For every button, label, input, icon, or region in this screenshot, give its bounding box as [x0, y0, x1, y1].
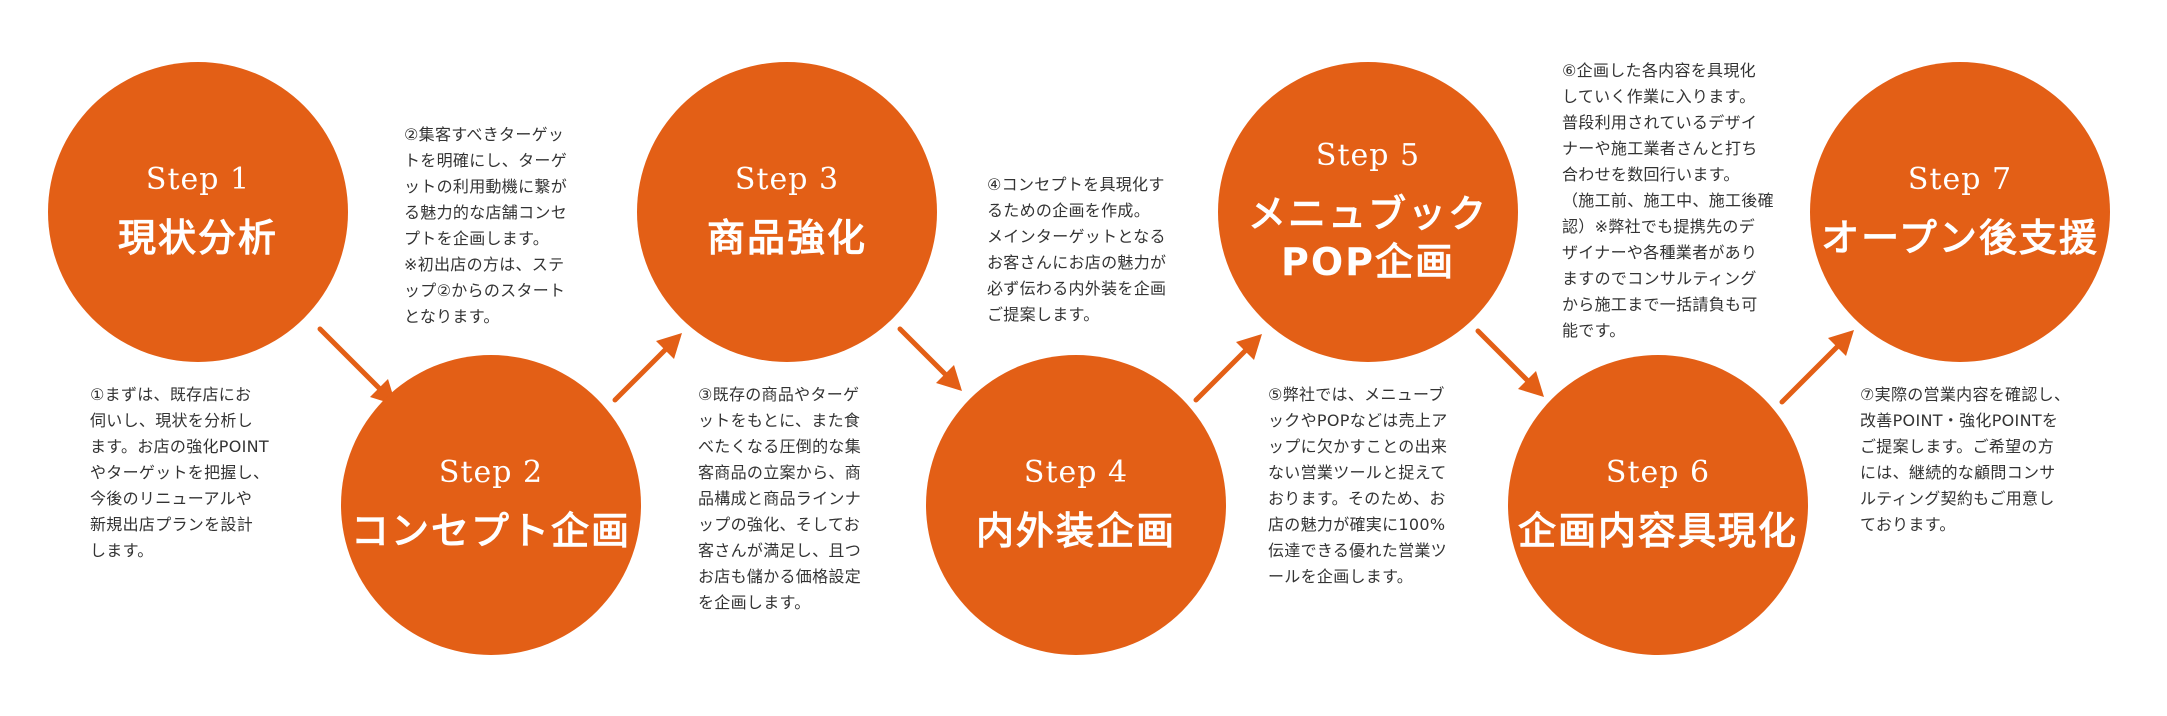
step-5-title: メニュブック POP企画	[1247, 192, 1488, 284]
step-7-title: オープン後支援	[1821, 215, 2099, 260]
step-6-circle: Step 6 企画内容具現化	[1508, 355, 1808, 655]
arrowhead-step5-to-step6	[1518, 371, 1544, 397]
step-7-circle: Step 7 オープン後支援	[1810, 62, 2110, 362]
step-6-title: 企画内容具現化	[1517, 508, 1798, 553]
step-2-description: ②集客すべきターゲッ トを明確にし、ターゲ ットの利用動機に繋が る魅力的な店舗…	[404, 125, 568, 326]
step-2-label: Step 2	[438, 454, 544, 490]
step-3-circle: Step 3 商品強化	[637, 62, 937, 362]
arrow-step4-to-step5	[1193, 345, 1251, 403]
arrow-step6-to-step7	[1779, 341, 1843, 405]
arrow-step2-to-step3	[612, 344, 671, 403]
arrowhead-step3-to-step4	[936, 365, 962, 391]
arrowhead-step6-to-step7	[1828, 330, 1854, 356]
arrow-step5-to-step6	[1475, 328, 1533, 386]
step-7-label: Step 7	[1907, 161, 2013, 197]
step-3-title: 商品強化	[706, 215, 867, 260]
step-6-label: Step 6	[1605, 454, 1711, 490]
step-1-description: ①まずは、既存店にお 伺いし、現状を分析し ます。お店の強化POINT やターゲ…	[90, 385, 270, 560]
step-1-circle: Step 1 現状分析	[48, 62, 348, 362]
step-4-description: ④コンセプトを具現化す るための企画を作成。 メインターゲットとなる お客さんに…	[987, 175, 1167, 324]
step-6-description: ⑥企画した各内容を具現化 していく作業に入ります。 普段利用されているデザイ ナ…	[1562, 61, 1774, 340]
step-3-description: ③既存の商品やターゲ ットをもとに、また食 べたくなる圧倒的な集 客商品の立案か…	[698, 385, 862, 612]
step-4-title: 内外装企画	[975, 508, 1176, 553]
step-5-label: Step 5	[1315, 138, 1421, 173]
step-3-label: Step 3	[734, 161, 840, 197]
step-2-title: コンセプト企画	[350, 508, 631, 553]
step-4-label: Step 4	[1023, 454, 1129, 490]
step-5-description: ⑤弊社では、メニューブ ックやPOPなどは売上ア ップに欠かすことの出来 ない営…	[1268, 385, 1448, 586]
arrowhead-step2-to-step3	[656, 333, 682, 359]
arrow-step3-to-step4	[897, 326, 951, 380]
step-7-description: ⑦実際の営業内容を確認し、 改善POINT・強化POINTを ご提案します。ご希…	[1860, 385, 2071, 534]
step-4-circle: Step 4 内外装企画	[926, 355, 1226, 655]
step-1-title: 現状分析	[117, 215, 278, 260]
step-1-label: Step 1	[145, 161, 251, 197]
step-2-circle: Step 2 コンセプト企画	[341, 355, 641, 655]
arrowhead-step4-to-step5	[1236, 334, 1262, 360]
arrow-step1-to-step2	[317, 326, 385, 394]
step-5-circle: Step 5 メニュブック POP企画	[1218, 62, 1518, 362]
